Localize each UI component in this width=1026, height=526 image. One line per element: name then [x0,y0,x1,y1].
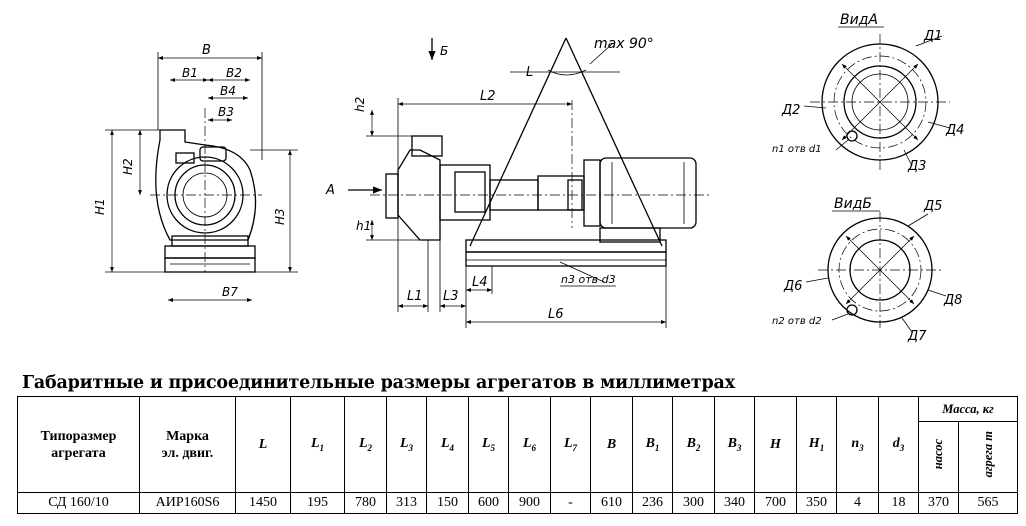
header-d3: d3 [878,396,919,493]
cell-B2: 300 [672,492,715,514]
label-D5: Д5 [923,199,942,214]
header-L4: L4 [426,396,469,493]
header-B1: B1 [632,396,673,493]
cell-H1: 350 [796,492,837,514]
label-B4: B4 [220,84,236,98]
technical-drawing: B B1 B2 B4 B3 B7 H1 H2 H3 Б A [93,12,964,344]
label-view-arrow-a: A [325,183,335,198]
header-L7: L7 [550,396,591,493]
label-B2: B2 [226,66,242,80]
label-B1: B1 [182,66,198,80]
cell-mass-unit: 565 [957,492,1019,514]
label-L: L [526,65,533,80]
dimensions-table: Типоразмер агрегата Марка эл. двиг. L L1… [17,396,1019,514]
front-view: B B1 B2 B4 B3 B7 H1 H2 H3 [93,43,298,302]
label-B: B [202,43,211,58]
label-D3: Д3 [907,159,926,174]
label-D6: Д6 [783,279,802,294]
label-B7: B7 [222,285,238,299]
cell-L7: - [550,492,591,514]
label-n1-holes: n1 отв d1 [772,144,822,155]
header-L3: L3 [386,396,427,493]
header-mass: Масса, кг [917,396,1019,422]
header-H: H [754,396,797,493]
label-L1: L1 [407,289,423,304]
header-L2: L2 [344,396,387,493]
label-D8: Д8 [943,293,962,308]
label-D4: Д4 [945,123,964,138]
header-L5: L5 [468,396,509,493]
cell-L4: 150 [426,492,469,514]
side-view: Б A max 90° L L2 [325,36,712,328]
header-n3: n3 [836,396,879,493]
header-L1: L1 [290,396,345,493]
header-mass-unit: агрега т [957,421,1019,493]
label-h1: h1 [356,219,371,233]
label-H2: H2 [121,158,135,175]
header-B: B [590,396,633,493]
cell-L5: 600 [468,492,509,514]
cell-model: СД 160/10 [17,492,140,514]
label-D7: Д7 [907,329,927,344]
label-view-a: ВидА [840,12,878,28]
table-title: Габаритные и присоединительные размеры а… [22,373,735,393]
cell-d3: 18 [878,492,919,514]
cell-mass-pump: 370 [918,492,959,514]
header-L6: L6 [508,396,551,493]
header-mass-pump: насос [918,421,959,493]
label-D1: Д1 [923,29,942,44]
label-view-b: ВидБ [834,196,872,212]
header-B3: B3 [714,396,755,493]
label-max-angle: max 90° [594,36,654,52]
cell-L: 1450 [235,492,291,514]
label-L6: L6 [548,307,564,322]
cell-motor: АИР160S6 [139,492,236,514]
label-B3: B3 [218,105,234,119]
cell-B3: 340 [714,492,755,514]
cell-L6: 900 [508,492,551,514]
label-L4: L4 [472,275,488,290]
cell-L2: 780 [344,492,387,514]
label-D2: Д2 [781,103,800,118]
label-view-arrow-b: Б [440,44,448,58]
table-row: СД 160/10 АИР160S6 1450 195 780 313 150 … [17,492,1019,514]
label-n3-holes: n3 отв d3 [561,273,616,286]
cell-B: 610 [590,492,633,514]
view-b: ВидБ Д5 Д6 Д8 Д7 n2 отв d2 [772,196,962,344]
label-n2-holes: n2 отв d2 [772,316,822,327]
cell-n3: 4 [836,492,879,514]
label-L2: L2 [480,89,496,104]
cell-B1: 236 [632,492,673,514]
header-model: Типоразмер агрегата [17,396,140,493]
header-motor: Марка эл. двиг. [139,396,236,493]
header-L: L [235,396,291,493]
label-H3: H3 [273,208,287,225]
cell-L3: 313 [386,492,427,514]
label-L3: L3 [443,289,459,304]
cell-H: 700 [754,492,797,514]
cell-L1: 195 [290,492,345,514]
header-B2: B2 [672,396,715,493]
view-a: ВидА Д1 Д2 Д4 Д3 n1 отв d1 [772,12,964,174]
header-H1: H1 [796,396,837,493]
label-h2: h2 [353,97,367,112]
label-H1: H1 [93,198,107,215]
